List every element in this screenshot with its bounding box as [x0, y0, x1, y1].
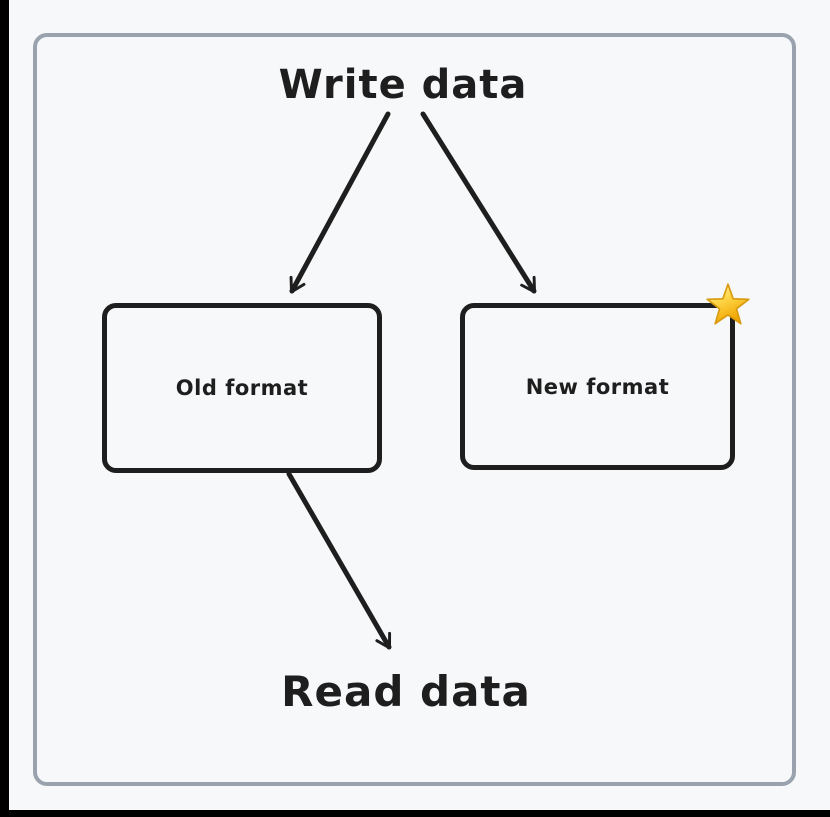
- old-format-label: Old format: [175, 376, 309, 400]
- read-data-label: Read data: [281, 667, 531, 716]
- star-icon: [706, 283, 750, 325]
- outer-frame: [33, 33, 796, 786]
- old-format-box: Old format: [102, 303, 382, 473]
- drawing-surface: [9, 0, 830, 810]
- write-data-label: Write data: [278, 62, 528, 108]
- new-format-label: New format: [525, 374, 670, 399]
- new-format-box: New format: [460, 303, 735, 470]
